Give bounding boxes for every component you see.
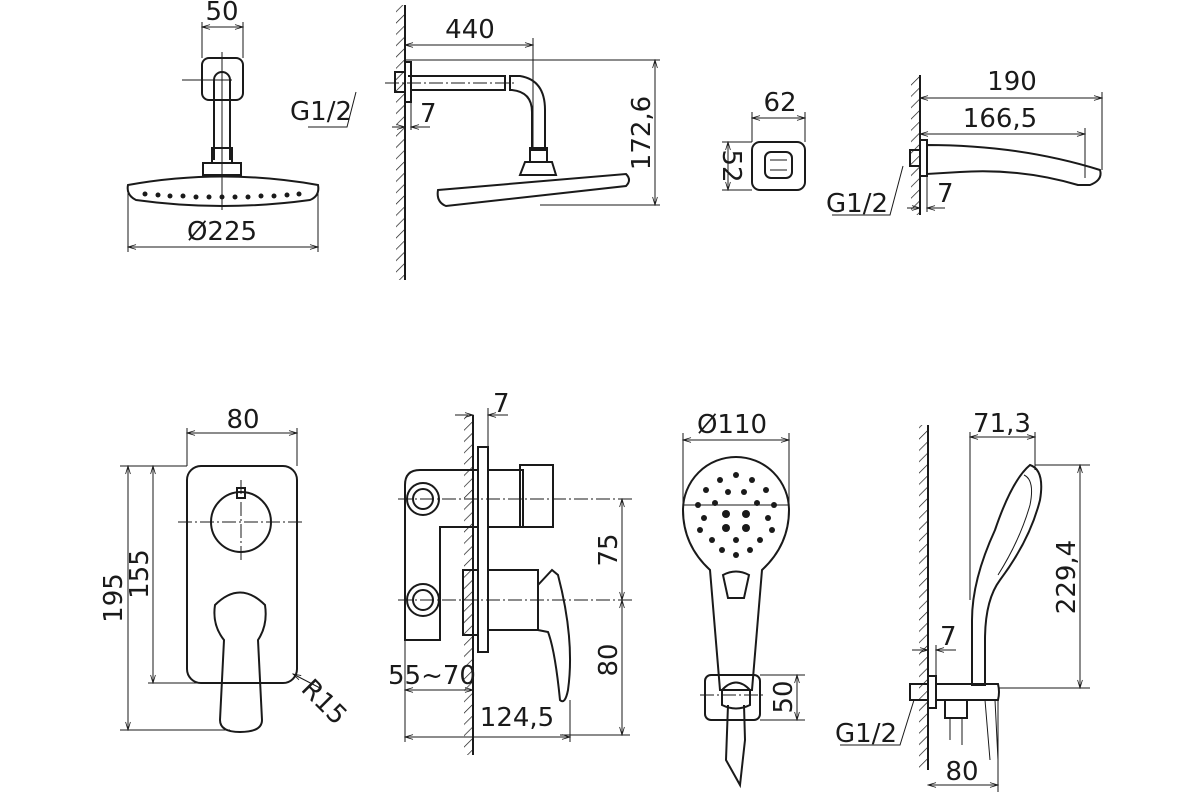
dim-mixer-total-height: 195 [99, 573, 129, 623]
dim-head-diameter: Ø225 [187, 217, 257, 247]
dim-corner-radius: R15 [295, 674, 352, 731]
dim-hand-shower-diameter: Ø110 [697, 410, 767, 440]
dim-axis-distance: 75 [594, 533, 624, 566]
spray-nozzles [695, 472, 777, 558]
wall-connector-view: 62 52 [716, 88, 806, 191]
dim-hand-shower-height: 229,4 [1052, 540, 1082, 614]
dim-plate-thickness: 7 [493, 389, 510, 419]
dim-flange: 7 [420, 99, 437, 129]
dim-install-depth: 55~70 [388, 661, 476, 691]
hand-shower-side-view: 229,4 71,3 7 G1/2 80 [835, 409, 1090, 792]
label-hand-thread: G1/2 [835, 719, 897, 749]
dim-mixer-width: 80 [226, 405, 259, 435]
wall-hatch [396, 5, 405, 280]
overhead-shower-front-view: 50 Ø225 [126, 0, 320, 252]
hand-shower-front-view: Ø110 50 [681, 410, 805, 789]
spout-view: 190 166,5 G1/2 7 [826, 67, 1102, 219]
mixer-side-view: 75 80 7 55~70 124,5 [388, 389, 632, 755]
dim-hand-flange: 7 [940, 622, 957, 652]
overhead-shower-side-view: 172,6 440 G1/2 7 [290, 5, 660, 280]
dim-spout-flange: 7 [937, 179, 954, 209]
dim-arm-length: 440 [445, 15, 495, 45]
dim-plate-height: 155 [125, 549, 155, 599]
dim-spout-projection: 166,5 [963, 104, 1037, 134]
dim-connector-width: 62 [763, 88, 796, 118]
wall-hatch [911, 75, 920, 215]
label-spout-thread: G1/2 [826, 189, 888, 219]
wall-hatch [464, 415, 473, 755]
dim-spout-length: 190 [987, 67, 1037, 97]
dim-hand-shower-width: 71,3 [973, 409, 1031, 439]
dim-connector-height: 52 [716, 149, 746, 182]
dim-holder-height: 50 [769, 680, 799, 713]
dim-lever-drop: 80 [594, 643, 624, 676]
dim-total-depth: 124,5 [480, 703, 554, 733]
nozzle-row [142, 191, 302, 200]
dim-arm-width: 50 [205, 0, 238, 27]
label-thread: G1/2 [290, 97, 352, 127]
mixer-front-view: 80 195 155 R15 [99, 405, 352, 734]
dim-holder-depth: 80 [945, 757, 978, 787]
dim-height: 172,6 [627, 96, 657, 170]
wall-hatch [919, 425, 928, 770]
